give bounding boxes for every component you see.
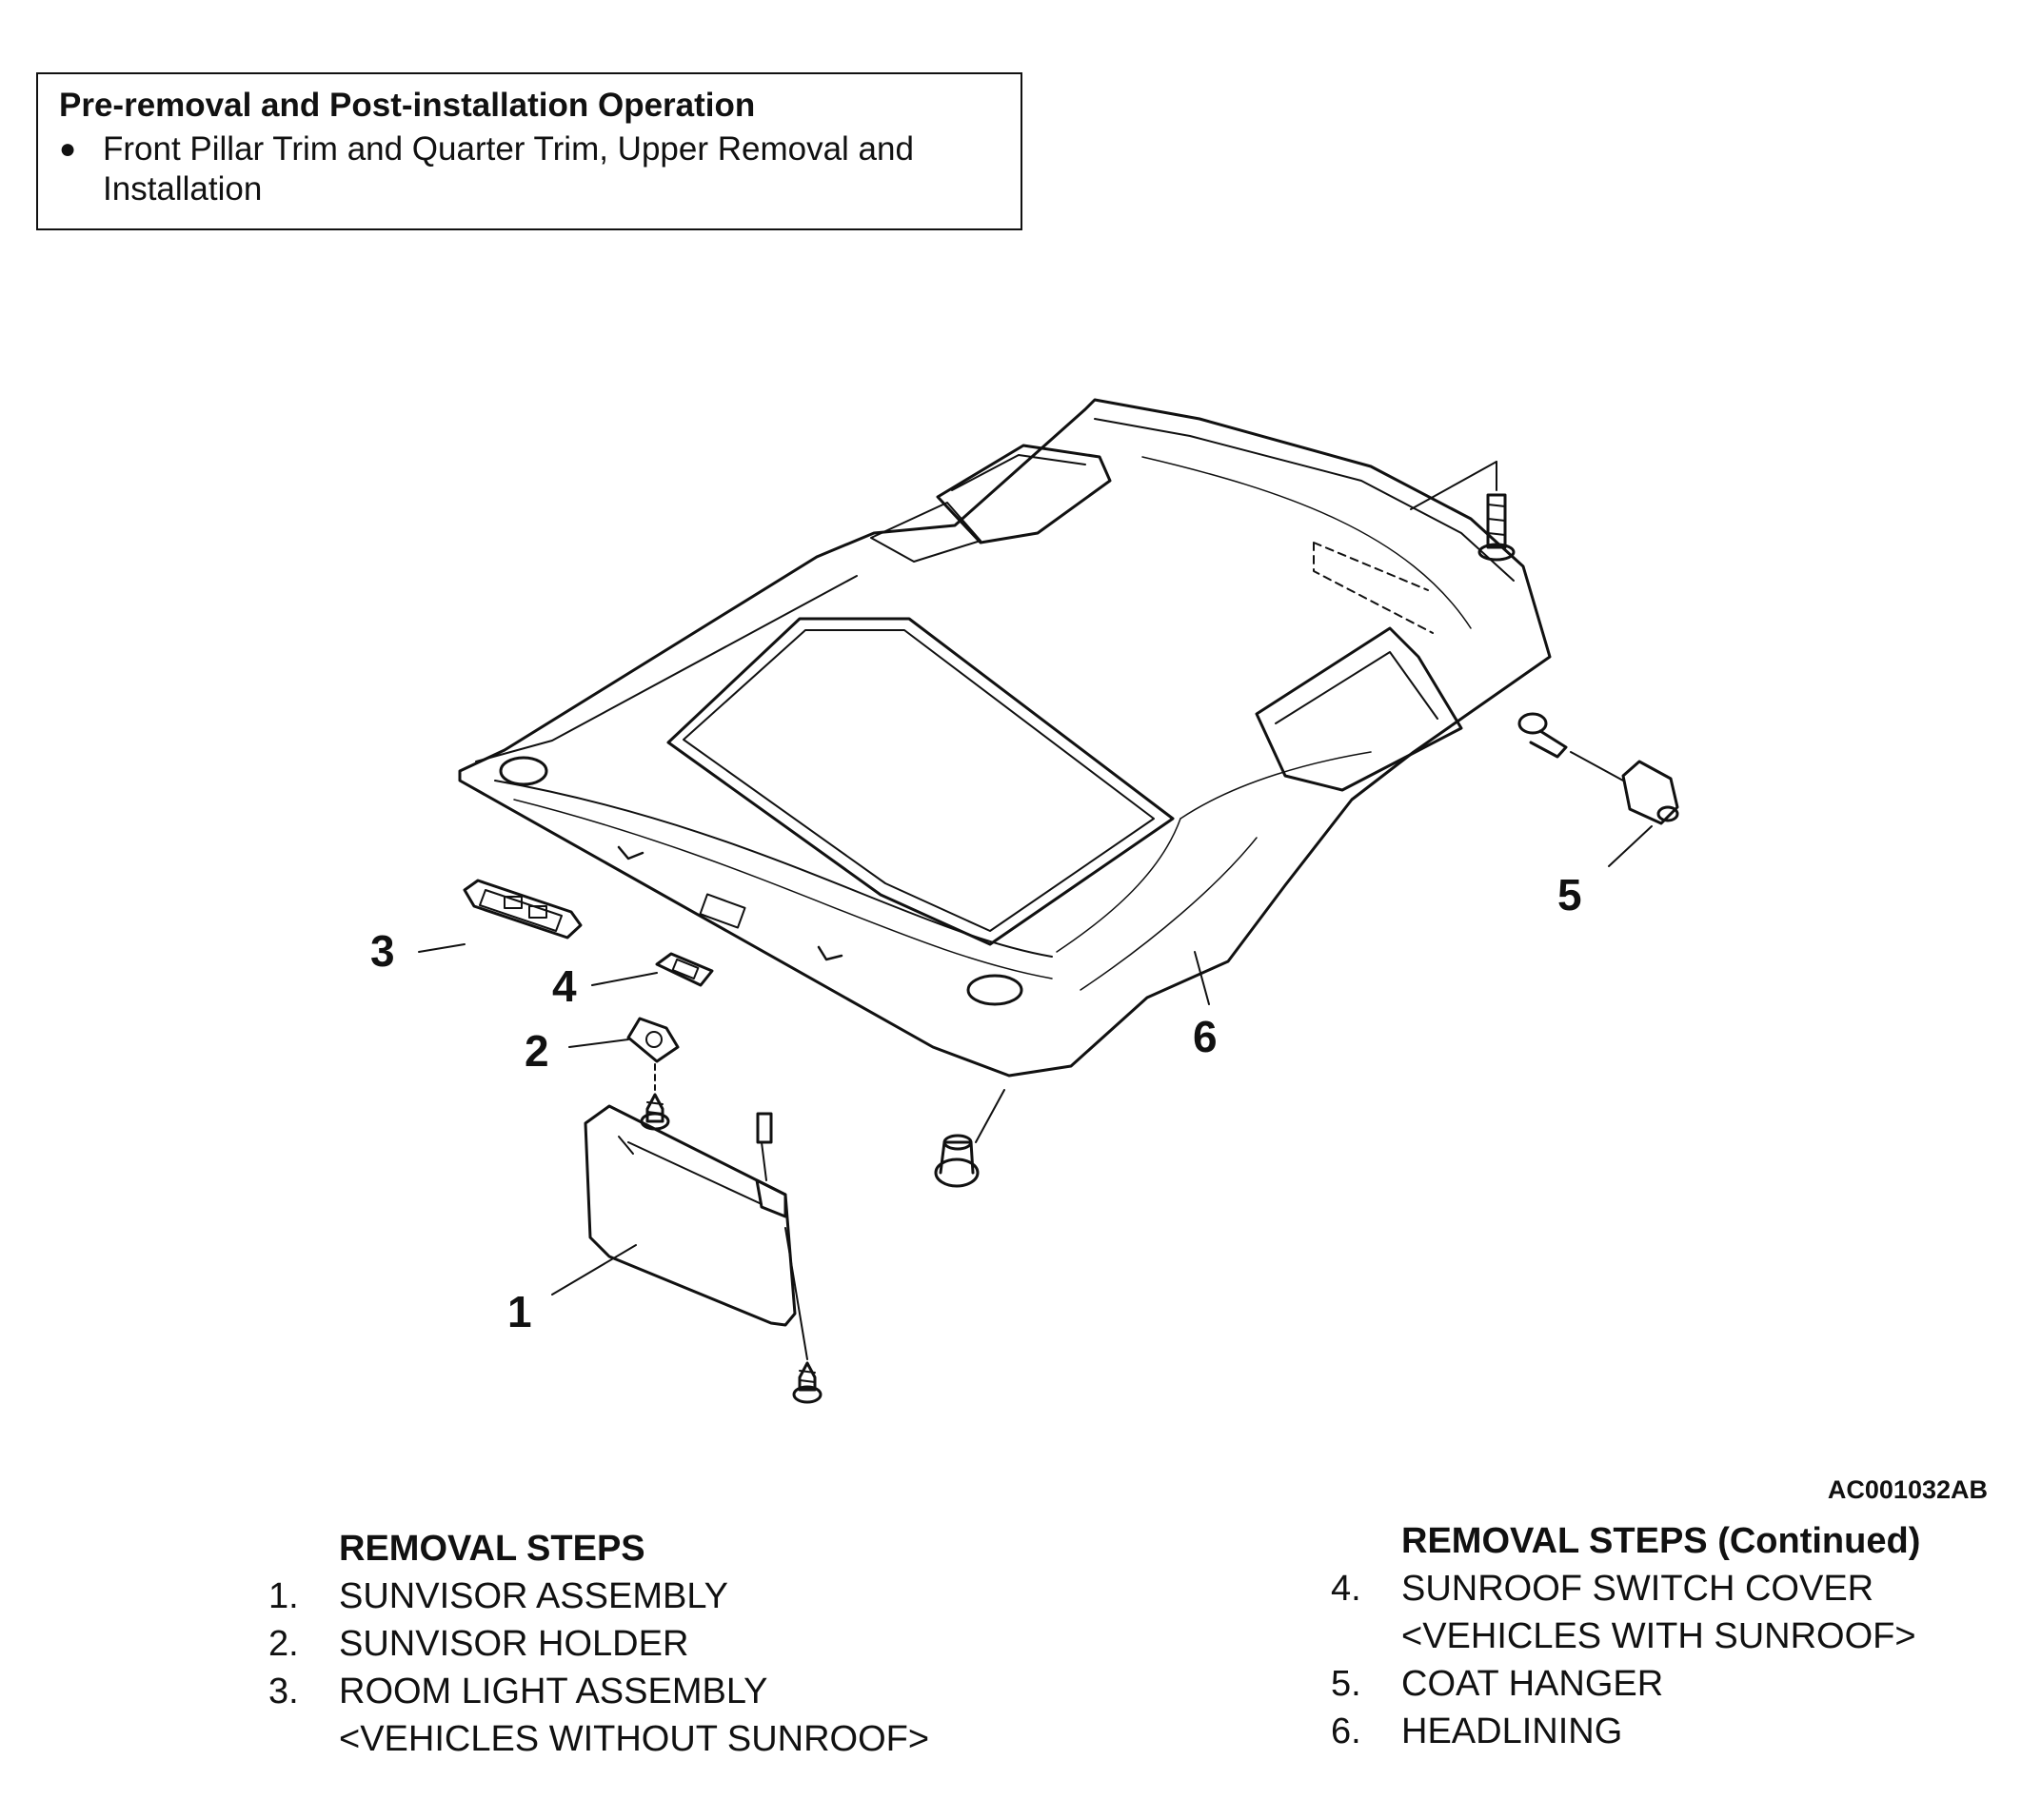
step-number: 4. <box>1331 1569 1361 1609</box>
removal-steps-continued: REMOVAL STEPS (Continued) 4. SUNROOF SWI… <box>1331 1517 1920 1755</box>
pre-operation-item-text: Front Pillar Trim and Quarter Trim, Uppe… <box>103 130 914 208</box>
callout-6: 6 <box>1193 1012 1218 1061</box>
step-number: 1. <box>268 1576 299 1616</box>
step-text: ROOM LIGHT ASSEMBLY <VEHICLES WITHOUT SU… <box>339 1672 930 1759</box>
step-number: 6. <box>1331 1711 1361 1751</box>
step-text: SUNVISOR ASSEMBLY <box>339 1576 728 1616</box>
removal-step: 3. ROOM LIGHT ASSEMBLY <VEHICLES WITHOUT… <box>268 1668 929 1763</box>
rear-clip-indicator <box>1313 542 1434 634</box>
handle-recess-left <box>870 444 1112 563</box>
callout-5: 5 <box>1557 870 1582 920</box>
sunroof-opening <box>666 617 1175 946</box>
bullet-icon: ● <box>59 133 77 165</box>
callout-1: 1 <box>507 1287 532 1336</box>
screw-sunvisor-holder <box>640 1093 670 1131</box>
step-number: 3. <box>268 1672 299 1711</box>
callout-2: 2 <box>525 1026 549 1076</box>
step-text: COAT HANGER <box>1401 1664 1664 1704</box>
clip-front-right <box>934 1134 980 1188</box>
clip-rear-top <box>1477 493 1516 562</box>
coat-hanger <box>1621 760 1679 825</box>
pre-operation-item: ● Front Pillar Trim and Quarter Trim, Up… <box>59 129 1000 209</box>
removal-step: 6. HEADLINING <box>1331 1708 1920 1755</box>
pre-operation-box: Pre-removal and Post-installation Operat… <box>36 72 1022 230</box>
screw-sunvisor <box>792 1361 823 1404</box>
handle-recess-right <box>1255 626 1463 792</box>
sunvisor-assembly <box>584 1104 797 1327</box>
removal-step: 4. SUNROOF SWITCH COVER <VEHICLES WITH S… <box>1331 1565 1920 1660</box>
removal-steps-continued-heading: REMOVAL STEPS (Continued) <box>1401 1521 1921 1561</box>
removal-steps: REMOVAL STEPS 1. SUNVISOR ASSEMBLY 2. SU… <box>268 1525 929 1763</box>
sunvisor-holder <box>626 1017 680 1063</box>
callout-3: 3 <box>370 926 395 976</box>
step-text: SUNVISOR HOLDER <box>339 1624 689 1664</box>
callout-4: 4 <box>552 961 577 1011</box>
removal-steps-heading: REMOVAL STEPS <box>339 1529 645 1569</box>
front-left-hole <box>499 756 548 786</box>
step-text: SUNROOF SWITCH COVER <VEHICLES WITH SUNR… <box>1401 1569 1916 1656</box>
front-right-hole <box>966 974 1023 1006</box>
sunroof-switch-cover <box>655 952 714 987</box>
room-light-assembly <box>463 879 583 940</box>
leader-lines <box>418 461 1653 1360</box>
screw-coat-hanger <box>1517 712 1568 759</box>
step-text: HEADLINING <box>1401 1711 1623 1751</box>
step-number: 5. <box>1331 1664 1361 1704</box>
figure-code: AC001032AB <box>1827 1475 1988 1504</box>
switch-cover-recess <box>699 893 746 929</box>
headlining-panel <box>458 398 1552 1078</box>
removal-step: 1. SUNVISOR ASSEMBLY <box>268 1573 929 1620</box>
step-number: 2. <box>268 1624 299 1664</box>
pre-operation-title: Pre-removal and Post-installation Operat… <box>59 87 756 124</box>
removal-step: 5. COAT HANGER <box>1331 1660 1920 1708</box>
removal-step: 2. SUNVISOR HOLDER <box>268 1620 929 1668</box>
headlining-clip <box>617 845 843 961</box>
